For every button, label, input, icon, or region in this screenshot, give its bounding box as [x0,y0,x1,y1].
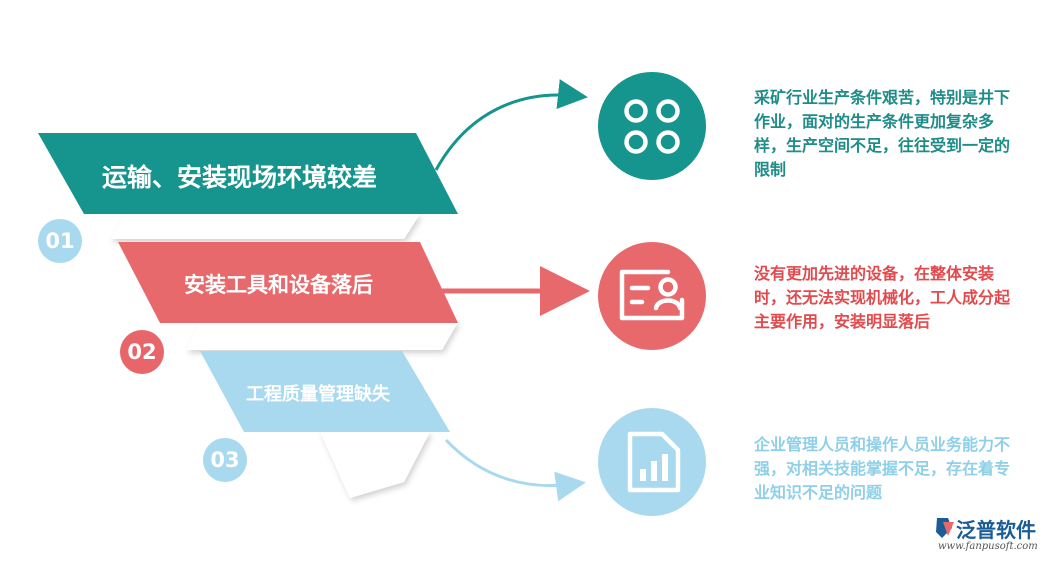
number-badge-1: 01 [38,219,82,263]
number-badge-2: 02 [120,330,164,374]
logo-mark-icon [936,518,954,538]
description-3: 企业管理人员和操作人员业务能力不强，对相关技能掌握不足，存在着专业知识不足的问题 [754,435,1011,502]
icon-circle-2 [598,242,706,350]
icon-circle-1 [598,72,706,180]
banner-2-title: 安装工具和设备落后 [184,273,373,297]
grid-circles-icon [624,99,680,154]
arrow-1 [434,79,588,171]
description-1: 采矿行业生产条件艰苦，特别是井下作业，面对的生产条件更加复杂多样，生产空间不足，… [754,88,1011,179]
number-badge-3: 03 [203,438,247,482]
fold-sheet-1 [110,214,420,239]
logo-name: 泛普软件 [956,518,1036,542]
banner-3-title: 工程质量管理缺失 [246,384,390,405]
banner-2 [118,242,458,323]
banner-1 [38,133,458,214]
arrow-3 [444,438,586,502]
fold-sheet-3 [320,432,430,498]
document-chart-icon [627,431,681,493]
banner-3 [200,351,450,432]
logo-url: www.fanpusoft.com [938,541,1038,552]
fold-sheet-2 [186,322,458,350]
banner-1-title: 运输、安装现场环境较差 [102,163,378,192]
description-2: 没有更加先进的设备，在整体安装时，还无法实现机械化，工人成分起主要作用，安装明显… [754,264,1011,331]
id-card-icon [619,269,685,321]
brand-logo: 泛普软件 www.fanpusoft.com [934,514,1060,560]
